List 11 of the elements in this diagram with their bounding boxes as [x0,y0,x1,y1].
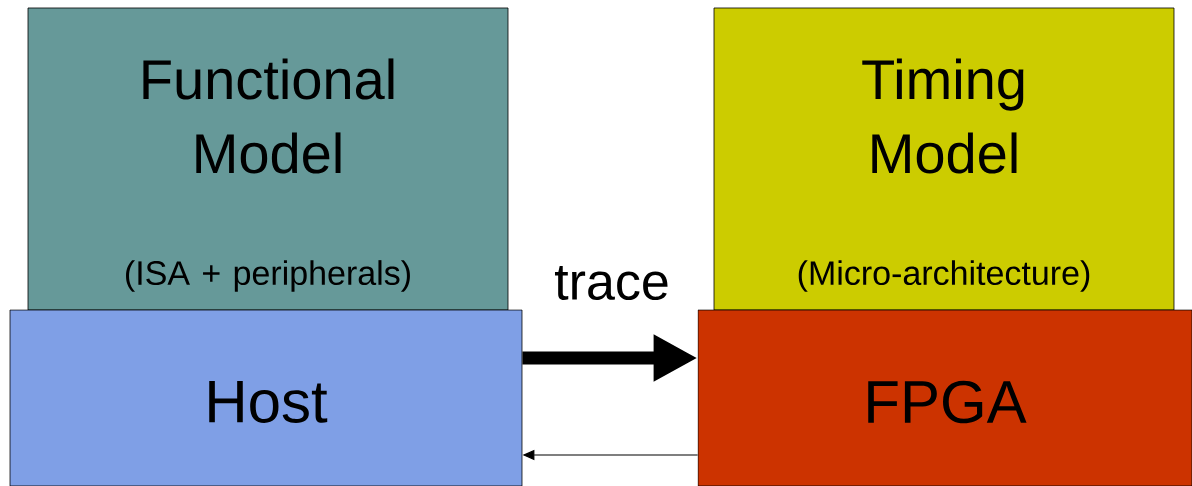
node-title: Functional Model [143,58,394,174]
model-box [9,309,523,486]
edge-label: trace [555,265,668,301]
model-box [697,309,1192,486]
node-subtitle: (Micro-architecture) [798,260,1090,292]
node-subtitle: (ISA + peripherals) [126,260,410,292]
node-title: Timing Model [862,58,1024,174]
model-box [27,7,509,311]
model-box [713,7,1175,311]
node-label: Host [209,381,328,423]
node-label: FPGA [868,380,1027,424]
